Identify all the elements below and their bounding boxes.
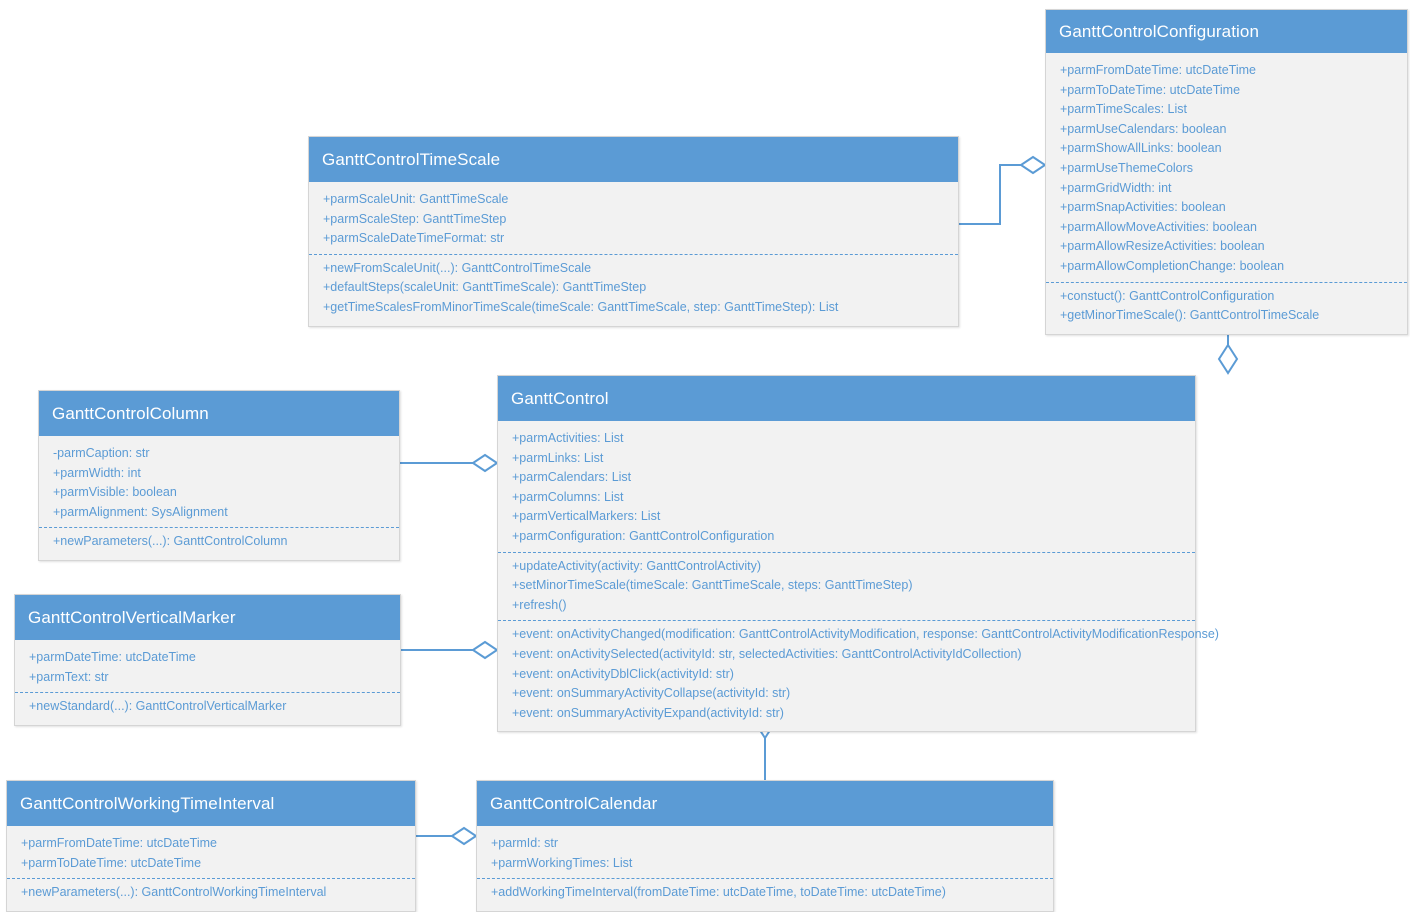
class-box-calendar[interactable]: GanttControlCalendar +parmId: str +parmW… [476, 780, 1054, 912]
class-member: +event: onSummaryActivityExpand(activity… [512, 705, 784, 720]
class-member: +parmConfiguration: GanttControlConfigur… [512, 528, 775, 543]
class-member: +parmUseThemeColors [1060, 160, 1194, 175]
class-member: +getTimeScalesFromMinorTimeScale(timeSca… [323, 299, 839, 314]
methods-compartment: +newStandard(...): GanttControlVerticalM… [15, 692, 400, 719]
class-member: +defaultSteps(scaleUnit: GanttTimeScale)… [323, 280, 647, 295]
class-title-configuration: GanttControlConfiguration [1046, 10, 1407, 53]
class-member: +parmTimeScales: List [1060, 102, 1188, 117]
class-title-calendar: GanttControlCalendar [477, 781, 1053, 826]
class-member: +parmActivities: List [512, 431, 624, 445]
class-member: +parmAllowCompletionChange: boolean [1060, 258, 1285, 273]
class-member: +event: onActivityChanged(modification: … [512, 627, 1219, 642]
class-box-workinginterval[interactable]: GanttControlWorkingTimeInterval +parmFro… [6, 780, 416, 912]
methods-compartment: +newFromScaleUnit(...): GanttControlTime… [309, 253, 958, 320]
class-member: +parmSnapActivities: boolean [1060, 200, 1226, 215]
class-member: +updateActivity(activity: GanttControlAc… [512, 558, 762, 573]
attributes-compartment: +parmActivities: List +parmLinks: List +… [498, 427, 1195, 549]
class-body-verticalmarker: +parmDateTime: utcDateTime +parmText: st… [15, 640, 400, 725]
class-member: +parmScaleStep: GanttTimeStep [323, 211, 507, 226]
class-title-workinginterval: GanttControlWorkingTimeInterval [7, 781, 415, 826]
class-member: +parmText: str [29, 669, 109, 684]
class-member: +parmVerticalMarkers: List [512, 509, 661, 524]
methods-compartment: +constuct(): GanttControlConfiguration +… [1046, 281, 1407, 328]
methods-compartment: +updateActivity(activity: GanttControlAc… [498, 551, 1195, 618]
class-member: +event: onActivitySelected(activityId: s… [512, 646, 1022, 661]
class-member: +newParameters(...): GanttControlWorking… [21, 885, 327, 900]
class-title-timescale: GanttControlTimeScale [309, 137, 958, 182]
class-member: +parmWorkingTimes: List [491, 855, 633, 870]
class-member: +parmId: str [491, 836, 559, 850]
class-body-timescale: +parmScaleUnit: GanttTimeScale +parmScal… [309, 182, 958, 326]
diamond-configuration-ganttcontrol [1217, 343, 1239, 375]
class-member: +getMinorTimeScale(): GanttControlTimeSc… [1060, 308, 1320, 323]
class-member: +parmAlignment: SysAlignment [53, 504, 228, 519]
class-body-calendar: +parmId: str +parmWorkingTimes: List +ad… [477, 826, 1053, 911]
class-member: +constuct(): GanttControlConfiguration [1060, 288, 1275, 303]
class-title-column: GanttControlColumn [39, 391, 399, 436]
diamond-workinginterval-calendar [450, 826, 478, 846]
class-member: +addWorkingTimeInterval(fromDateTime: ut… [491, 885, 946, 900]
class-member: +parmLinks: List [512, 450, 604, 465]
class-member: +parmVisible: boolean [53, 485, 177, 500]
class-member: +parmScaleUnit: GanttTimeScale [323, 192, 509, 206]
diamond-verticalmarker-ganttcontrol [471, 640, 499, 660]
class-body-ganttcontrol: +parmActivities: List +parmLinks: List +… [498, 421, 1219, 731]
class-member: +parmShowAllLinks: boolean [1060, 141, 1222, 156]
class-title-verticalmarker: GanttControlVerticalMarker [15, 595, 400, 640]
class-member: +parmColumns: List [512, 489, 624, 504]
class-member: +parmToDateTime: utcDateTime [1060, 82, 1241, 97]
class-member: +setMinorTimeScale(timeScale: GanttTimeS… [512, 578, 913, 593]
attributes-compartment: +parmDateTime: utcDateTime +parmText: st… [15, 646, 400, 689]
methods-compartment: +newParameters(...): GanttControlColumn [39, 527, 399, 554]
connector-timescale-configuration [959, 164, 1021, 225]
attributes-compartment: +parmFromDateTime: utcDateTime +parmToDa… [7, 832, 415, 875]
class-box-column[interactable]: GanttControlColumn -parmCaption: str +pa… [38, 390, 400, 561]
methods-compartment: +addWorkingTimeInterval(fromDateTime: ut… [477, 878, 1053, 905]
class-member: +event: onSummaryActivityCollapse(activi… [512, 686, 791, 701]
methods-compartment: +newParameters(...): GanttControlWorking… [7, 878, 415, 905]
class-member: +parmAllowResizeActivities: boolean [1060, 239, 1265, 254]
events-compartment: +event: onActivityChanged(modification: … [498, 620, 1219, 725]
class-body-column: -parmCaption: str +parmWidth: int +parmV… [39, 436, 399, 560]
class-box-ganttcontrol[interactable]: GanttControl +parmActivities: List +parm… [497, 375, 1219, 733]
class-member: +parmFromDateTime: utcDateTime [21, 836, 217, 850]
attributes-compartment: +parmFromDateTime: utcDateTime +parmToDa… [1046, 59, 1407, 279]
attributes-compartment: -parmCaption: str +parmWidth: int +parmV… [39, 442, 399, 524]
diamond-column-ganttcontrol [471, 453, 499, 473]
class-member: +refresh() [512, 597, 567, 612]
class-member: +parmGridWidth: int [1060, 180, 1172, 195]
class-body-workinginterval: +parmFromDateTime: utcDateTime +parmToDa… [7, 826, 415, 911]
class-member: +newStandard(...): GanttControlVerticalM… [29, 699, 287, 714]
class-member: -parmCaption: str [53, 446, 150, 460]
attributes-compartment: +parmScaleUnit: GanttTimeScale +parmScal… [309, 188, 958, 251]
class-member: +parmDateTime: utcDateTime [29, 650, 196, 664]
class-member: +parmScaleDateTimeFormat: str [323, 231, 505, 246]
class-box-verticalmarker[interactable]: GanttControlVerticalMarker +parmDateTime… [14, 594, 401, 726]
class-member: +newParameters(...): GanttControlColumn [53, 534, 288, 549]
attributes-compartment: +parmId: str +parmWorkingTimes: List [477, 832, 1053, 875]
class-title-ganttcontrol: GanttControl [498, 376, 1195, 421]
class-member: +parmToDateTime: utcDateTime [21, 855, 202, 870]
class-member: +parmWidth: int [53, 465, 141, 480]
class-box-configuration[interactable]: GanttControlConfiguration +parmFromDateT… [1045, 9, 1408, 335]
class-member: +event: onActivityDblClick(activityId: s… [512, 666, 734, 681]
class-box-timescale[interactable]: GanttControlTimeScale +parmScaleUnit: Ga… [308, 136, 959, 327]
class-body-configuration: +parmFromDateTime: utcDateTime +parmToDa… [1046, 53, 1407, 334]
diamond-timescale-configuration [1019, 155, 1047, 175]
class-member: +newFromScaleUnit(...): GanttControlTime… [323, 260, 592, 275]
class-member: +parmAllowMoveActivities: boolean [1060, 219, 1257, 234]
class-member: +parmUseCalendars: boolean [1060, 121, 1227, 136]
class-member: +parmFromDateTime: utcDateTime [1060, 63, 1256, 77]
class-member: +parmCalendars: List [512, 470, 632, 485]
